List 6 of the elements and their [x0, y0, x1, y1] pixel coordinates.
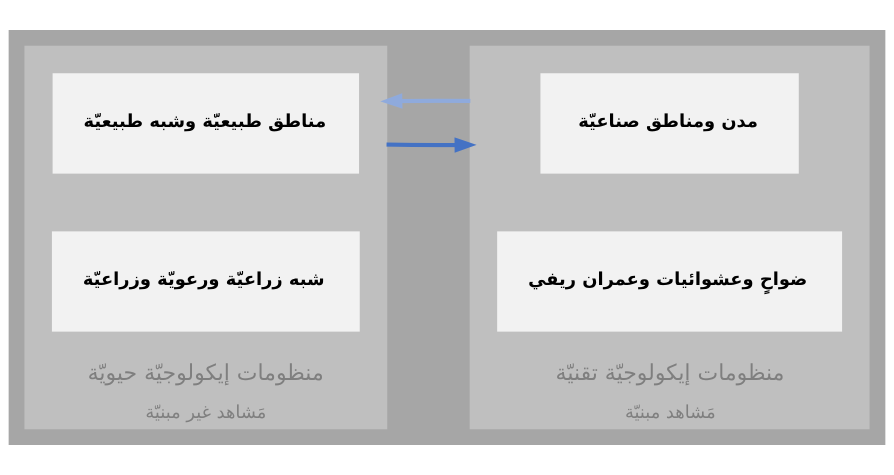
arrow — [380, 93, 470, 109]
node-box: مناطق طبيعيّة وشبه طبيعيّة — [52, 73, 360, 174]
arrow — [386, 137, 477, 153]
node-box: شبه زراعيّة ورعويّة وزراعيّة — [52, 231, 360, 332]
node-box: ضواحٍ وعشوائيات وعمران ريفي — [497, 231, 842, 332]
node-box: مدن ومناطق صناعيّة — [540, 73, 799, 174]
